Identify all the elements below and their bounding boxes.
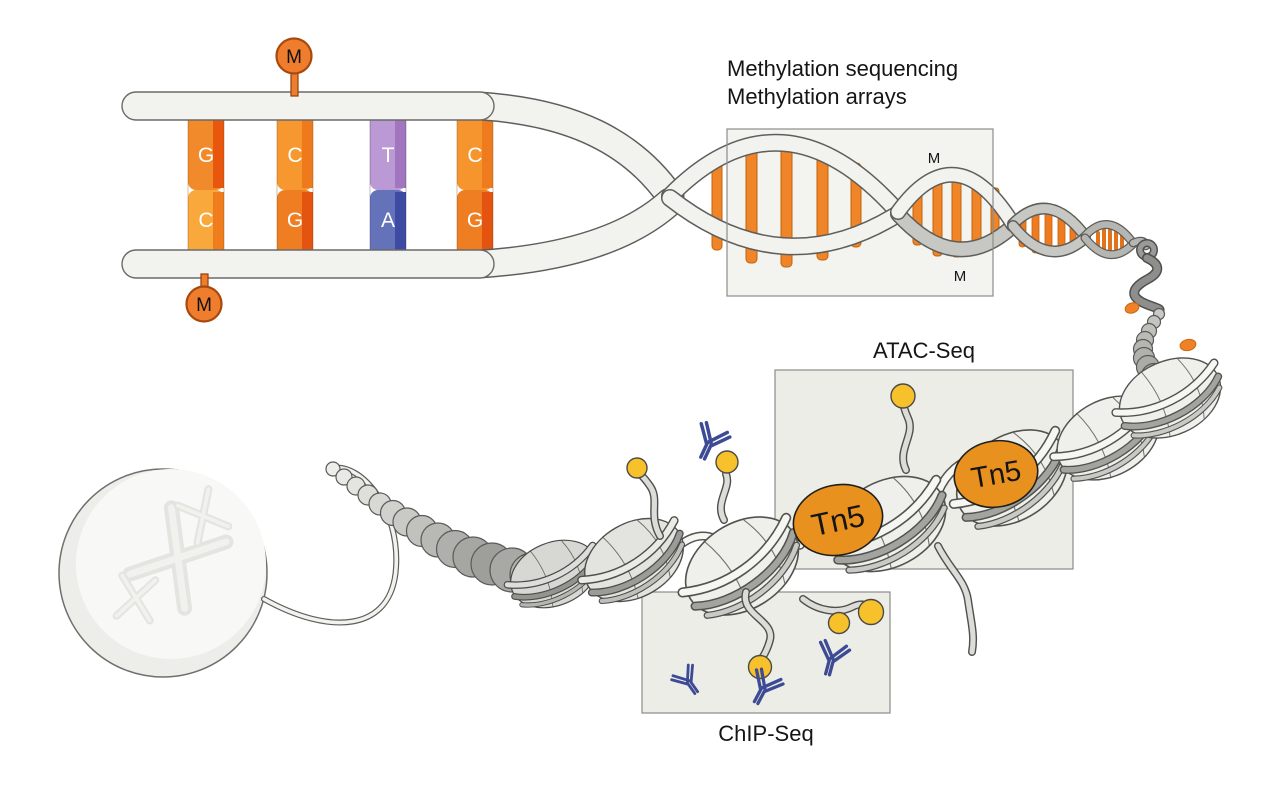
base-letter: C	[287, 144, 302, 167]
base-letter: A	[381, 209, 395, 232]
base-pair-rung: C G	[456, 105, 494, 259]
methylation-box-border	[726, 128, 994, 297]
tn5-enzyme: Tn5	[953, 439, 1039, 509]
methyl-group-badge: M	[185, 273, 223, 323]
histone-modifications	[626, 383, 916, 680]
modification-dot	[626, 457, 648, 479]
modification-dot	[857, 598, 885, 626]
base-letter: G	[287, 209, 303, 232]
modification-dot	[715, 450, 739, 474]
base-letter: G	[198, 144, 214, 167]
methyl-label: M	[286, 47, 302, 68]
modification-dot	[747, 654, 773, 680]
methylation-title-line2: Methylation arrays	[727, 84, 907, 109]
base-pair-rung: C G	[276, 105, 314, 259]
base-letter: C	[467, 144, 482, 167]
base-letter: C	[198, 209, 213, 232]
free-methyl-dot	[1179, 338, 1197, 352]
methylation-title-line1: Methylation sequencing	[727, 56, 958, 81]
methyl-mark: M	[928, 150, 941, 167]
modification-dot	[890, 383, 916, 409]
free-methyl-dot	[1124, 302, 1140, 314]
base-letter: T	[382, 144, 395, 167]
chip-label: ChIP-Seq	[718, 721, 813, 746]
base-pair-rung: G C	[187, 105, 225, 259]
nucleus	[58, 468, 268, 678]
base-pair-rungs: G C C G T A	[187, 105, 494, 259]
base-pair-rung: T A	[369, 105, 407, 259]
tn5-enzyme: Tn5	[792, 483, 884, 557]
helix-strand-arcs	[661, 133, 1151, 260]
dna-backbone-strands	[121, 91, 685, 279]
dna-double-helix: G C C G T A	[121, 37, 1151, 323]
methyl-label: M	[196, 295, 212, 316]
methyl-group-badge: M	[275, 37, 313, 97]
atac-label: ATAC-Seq	[873, 338, 975, 363]
chromatin-loop	[261, 464, 400, 626]
methyl-mark: M	[954, 268, 967, 285]
modification-dot	[827, 611, 851, 635]
base-letter: G	[467, 209, 483, 232]
